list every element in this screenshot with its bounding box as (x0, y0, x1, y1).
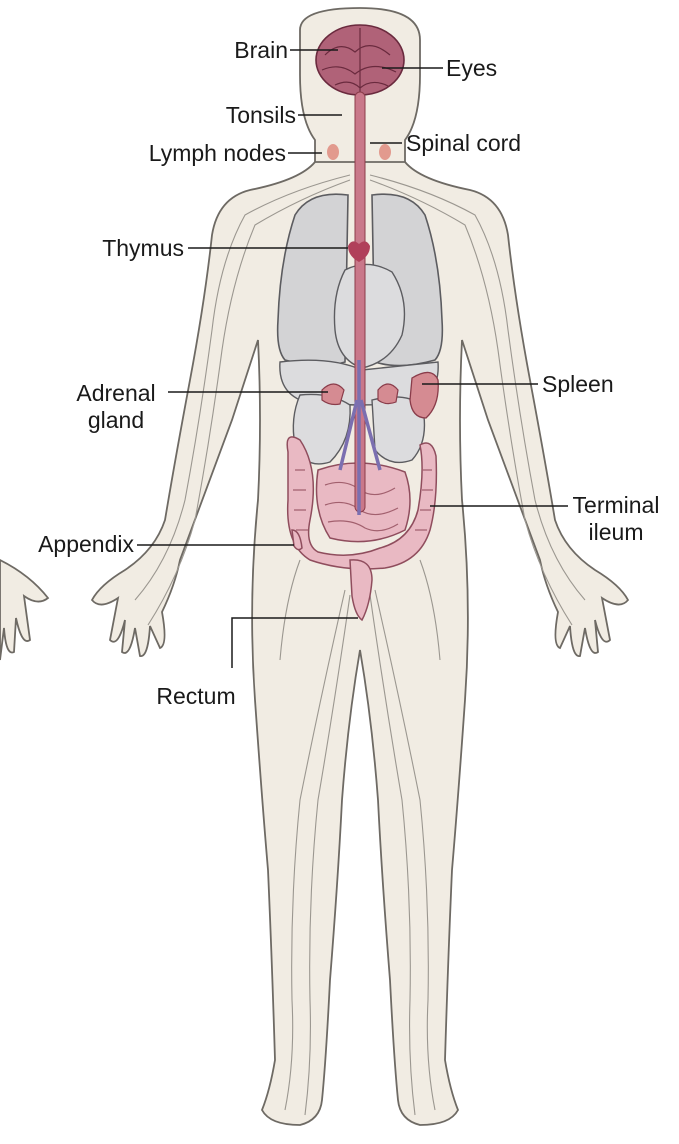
label-terminal-ileum-line1: Terminal (573, 492, 660, 518)
label-eyes: Eyes (446, 55, 497, 81)
right-adrenal-gland (378, 384, 398, 404)
label-brain: Brain (234, 37, 288, 63)
label-tonsils: Tonsils (226, 102, 296, 128)
left-adrenal-gland (322, 384, 344, 405)
right-lymph-node (379, 144, 391, 160)
left-lymph-node (327, 144, 339, 160)
label-adrenal-gland-line2: gland (88, 407, 144, 433)
label-thymus: Thymus (102, 235, 184, 261)
label-adrenal-gland-line1: Adrenal (76, 380, 155, 406)
body-silhouette (0, 8, 628, 1125)
label-lymph-nodes: Lymph nodes (149, 140, 286, 166)
left-partial-hand (0, 560, 48, 660)
label-spinal-cord: Spinal cord (406, 130, 521, 156)
label-rectum: Rectum (156, 683, 235, 709)
label-appendix: Appendix (38, 531, 134, 557)
label-terminal-ileum-line2: ileum (589, 519, 644, 545)
label-spleen: Spleen (542, 371, 614, 397)
brain (316, 25, 404, 95)
